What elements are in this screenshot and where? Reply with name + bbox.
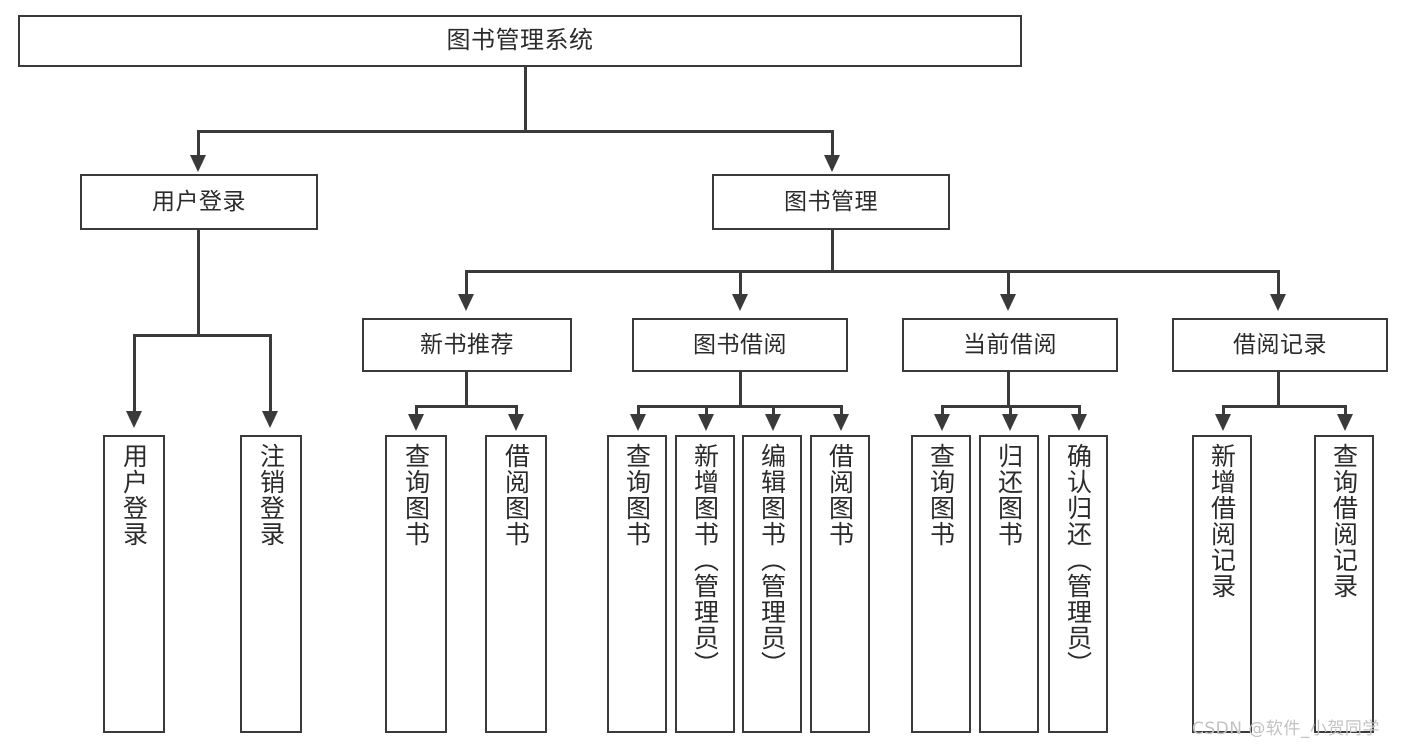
connector-user-login-branch-2 <box>269 334 272 414</box>
node-borrow-record[interactable]: 借阅记录 <box>1172 318 1388 372</box>
node-label: 查询图书 <box>401 443 431 547</box>
node-leaf-logout-login[interactable]: 注销登录 <box>240 435 302 733</box>
node-label: 图书管理系统 <box>446 26 594 55</box>
arrow-leaf-query-book-1 <box>408 414 424 431</box>
node-leaf-query-book-current[interactable]: 查询图书 <box>911 435 971 733</box>
node-current-borrow[interactable]: 当前借阅 <box>902 318 1118 372</box>
connector-book-borrow-branch-3 <box>772 405 775 417</box>
node-leaf-add-borrow-record[interactable]: 新增借阅记录 <box>1192 435 1252 733</box>
csdn-watermark: CSDN @软件_小贺同学 <box>1192 719 1380 739</box>
node-label: 当前借阅 <box>963 331 1057 358</box>
arrow-leaf-borrow-book-2 <box>833 414 849 431</box>
node-label: 查询图书 <box>622 443 652 547</box>
node-book-borrow[interactable]: 图书借阅 <box>632 318 848 372</box>
arrow-leaf-return-book <box>1002 414 1018 431</box>
node-label: 借阅图书 <box>501 443 531 547</box>
node-leaf-query-book-borrow[interactable]: 查询图书 <box>607 435 667 733</box>
arrow-to-book-borrow <box>732 294 748 311</box>
arrow-leaf-add-book <box>698 414 714 431</box>
node-leaf-query-book-recommend[interactable]: 查询图书 <box>385 435 447 733</box>
node-label: 用户登录 <box>119 443 149 547</box>
connector-to-book-borrow <box>739 270 742 296</box>
node-root-system[interactable]: 图书管理系统 <box>18 15 1022 67</box>
arrow-leaf-logout-login <box>262 411 278 428</box>
arrow-to-current-borrow <box>1000 294 1016 311</box>
node-label: 新增图书（管理员） <box>690 443 720 677</box>
node-leaf-borrow-book-borrow[interactable]: 借阅图书 <box>810 435 870 733</box>
node-label: 归还图书 <box>994 443 1024 547</box>
connector-borrow-record-branch-2 <box>1344 405 1347 417</box>
node-label: 查询图书 <box>926 443 956 547</box>
node-leaf-borrow-book-recommend[interactable]: 借阅图书 <box>485 435 547 733</box>
arrow-leaf-user-login <box>126 411 142 428</box>
arrow-leaf-add-record <box>1215 414 1231 431</box>
connector-book-management-stem <box>831 230 834 272</box>
connector-user-login-stem <box>197 230 200 336</box>
connector-book-borrow-branch-4 <box>840 405 843 417</box>
connector-user-login-branch-1 <box>133 334 136 414</box>
node-user-login[interactable]: 用户登录 <box>80 174 318 230</box>
arrow-to-user-login <box>190 155 206 172</box>
node-leaf-query-borrow-record[interactable]: 查询借阅记录 <box>1314 435 1374 733</box>
connector-borrow-record-bar <box>1222 405 1346 408</box>
connector-current-borrow-stem <box>1007 372 1010 407</box>
connector-book-borrow-bar <box>637 405 842 408</box>
node-leaf-confirm-return[interactable]: 确认归还（管理员） <box>1048 435 1108 733</box>
node-leaf-user-login[interactable]: 用户登录 <box>103 435 165 733</box>
connector-borrow-record-stem <box>1277 372 1280 407</box>
node-book-management[interactable]: 图书管理 <box>712 174 950 230</box>
connector-new-book-branch-2 <box>515 405 518 417</box>
node-new-book-recommend[interactable]: 新书推荐 <box>362 318 572 372</box>
node-label: 用户登录 <box>152 188 246 215</box>
node-leaf-edit-book[interactable]: 编辑图书（管理员） <box>742 435 802 733</box>
arrow-to-borrow-record <box>1270 294 1286 311</box>
connector-new-book-bar <box>415 405 517 408</box>
connector-user-login-bar <box>133 334 271 337</box>
arrow-to-book-management <box>824 155 840 172</box>
node-label: 图书管理 <box>784 188 878 215</box>
node-label: 借阅记录 <box>1233 331 1327 358</box>
connector-new-book-stem <box>465 372 468 407</box>
node-label: 新书推荐 <box>420 331 514 358</box>
arrow-leaf-borrow-book-1 <box>508 414 524 431</box>
connector-to-book-management <box>831 130 834 158</box>
node-leaf-return-book[interactable]: 归还图书 <box>979 435 1039 733</box>
connector-new-book-branch-1 <box>415 405 418 417</box>
arrow-leaf-query-record <box>1337 414 1353 431</box>
arrow-leaf-confirm-return <box>1071 414 1087 431</box>
arrow-leaf-query-book-3 <box>934 414 950 431</box>
node-leaf-add-book[interactable]: 新增图书（管理员） <box>675 435 735 733</box>
arrow-to-new-book-recommend <box>458 294 474 311</box>
connector-current-borrow-branch-1 <box>941 405 944 417</box>
connector-to-current-borrow <box>1007 270 1010 296</box>
node-label: 新增借阅记录 <box>1207 443 1237 599</box>
connector-book-borrow-branch-2 <box>705 405 708 417</box>
connector-borrow-record-branch-1 <box>1222 405 1225 417</box>
connector-current-borrow-branch-2 <box>1009 405 1012 417</box>
connector-book-borrow-stem <box>739 372 742 407</box>
connector-current-borrow-branch-3 <box>1078 405 1081 417</box>
node-label: 注销登录 <box>256 443 286 547</box>
connector-to-new-book-recommend <box>465 270 468 296</box>
connector-to-borrow-record <box>1277 270 1280 296</box>
connector-book-borrow-branch-1 <box>637 405 640 417</box>
connector-to-user-login <box>197 130 200 158</box>
node-label: 确认归还（管理员） <box>1063 443 1093 677</box>
connector-root-stem <box>524 67 527 132</box>
arrow-leaf-edit-book <box>765 414 781 431</box>
node-label: 编辑图书（管理员） <box>757 443 787 677</box>
connector-root-bar <box>197 130 833 133</box>
arrow-leaf-query-book-2 <box>630 414 646 431</box>
node-label: 图书借阅 <box>693 331 787 358</box>
connector-book-management-bar <box>465 270 1279 273</box>
node-label: 借阅图书 <box>825 443 855 547</box>
node-label: 查询借阅记录 <box>1329 443 1359 599</box>
